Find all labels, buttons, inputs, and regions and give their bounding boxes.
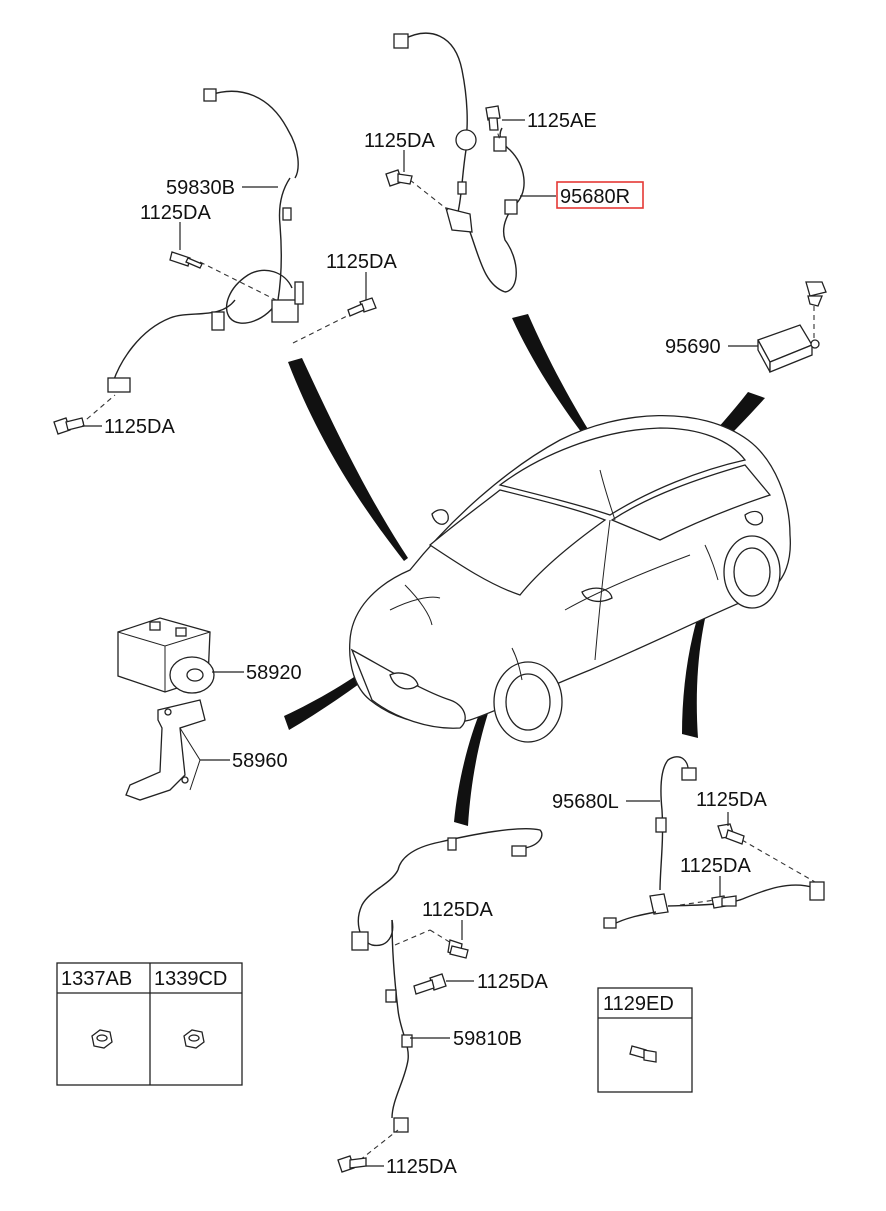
bolt-icon (53, 417, 85, 435)
bolt-icon (347, 297, 377, 317)
label-1125AE: 1125AE (527, 110, 597, 132)
nut-icon (183, 1029, 205, 1049)
bolt-icon (717, 823, 745, 845)
box-label-1339CD: 1339CD (154, 968, 227, 990)
bolt-icon (711, 895, 737, 909)
label-95680L: 95680L (552, 791, 619, 813)
nut-icon (91, 1029, 113, 1049)
label-1125DA: 1125DA (326, 251, 397, 273)
car-illustration (349, 414, 791, 743)
front-left-sensor-assembly (79, 88, 356, 426)
label-58920: 58920 (246, 662, 302, 684)
label-1125DA: 1125DA (104, 416, 175, 438)
hydraulic-unit-58920 (117, 617, 215, 694)
nut-parts-box: 1337AB 1339CD (56, 962, 243, 1086)
leader-lines (82, 119, 758, 1167)
bolt-icon (169, 251, 203, 269)
label-1125DA: 1125DA (696, 789, 767, 811)
bolt-parts-box: 1129ED (597, 987, 693, 1093)
bolt-icon (485, 105, 501, 131)
bolt-icon (413, 973, 447, 995)
box-label-1337AB: 1337AB (61, 968, 132, 990)
bolt-icon (337, 1155, 367, 1173)
label-1125DA: 1125DA (680, 855, 751, 877)
label-95680R: 95680R (560, 186, 630, 208)
bolt-icon (447, 939, 469, 959)
box-label-1129ED: 1129ED (603, 993, 674, 1015)
bracket-58960 (125, 699, 206, 801)
bolt-icon (629, 1045, 657, 1063)
bolt-icon (385, 169, 413, 187)
front-right-sensor-assembly (393, 32, 525, 293)
label-1125DA: 1125DA (422, 899, 493, 921)
label-95690: 95690 (665, 336, 721, 358)
sensor-module-95690 (757, 281, 827, 373)
label-1125DA: 1125DA (140, 202, 211, 224)
label-58960: 58960 (232, 750, 288, 772)
label-1125DA: 1125DA (477, 971, 548, 993)
label-59830B: 59830B (166, 177, 235, 199)
rear-left-sensor-assembly (351, 827, 543, 1161)
rear-right-sensor-assembly (603, 756, 825, 929)
highlight-box (556, 181, 644, 209)
part-labels: 59830B 1125DA 1125DA 1125DA 1125DA 1125A… (104, 110, 767, 1178)
label-1125DA: 1125DA (386, 1156, 457, 1178)
label-1125DA: 1125DA (364, 130, 435, 152)
label-59810B: 59810B (453, 1028, 522, 1050)
